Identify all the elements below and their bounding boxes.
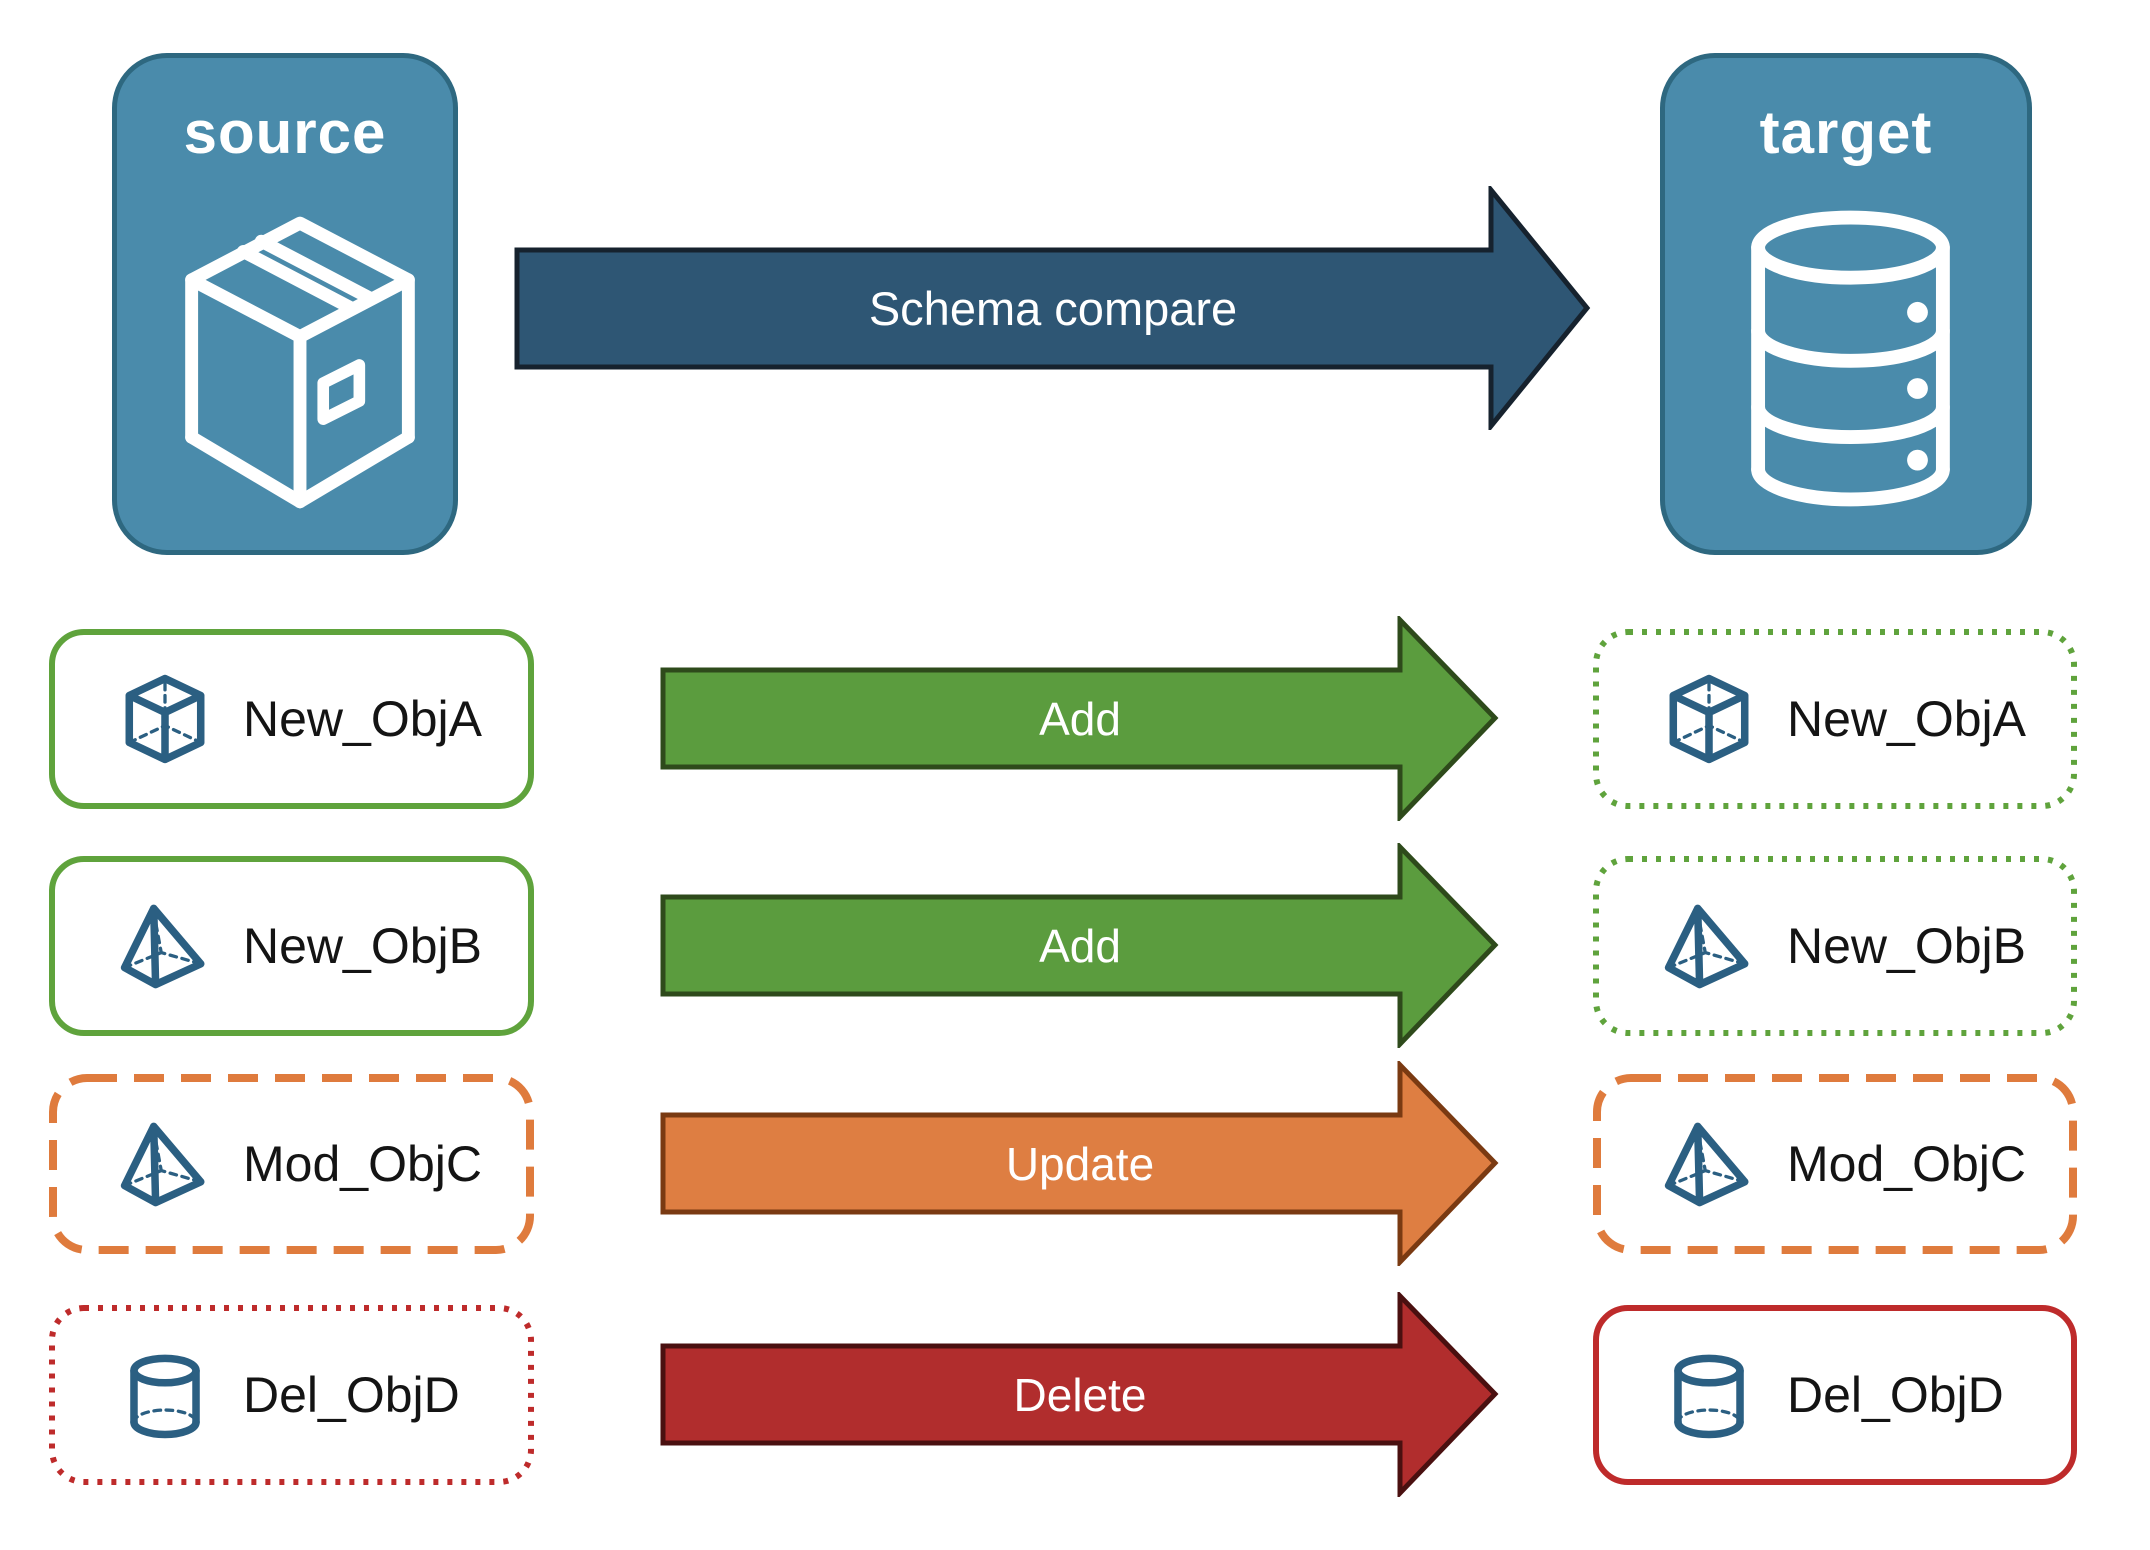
pyramid-icon (120, 904, 205, 989)
cube-icon (125, 674, 205, 764)
target-object-mod-objc: Mod_ObjC (1592, 1073, 2078, 1255)
object-box-border (1593, 1305, 2077, 1485)
delete-arrow-row4: Delete (660, 1292, 1500, 1497)
object-box-border (49, 856, 534, 1036)
add-arrow-row2: Add (660, 843, 1500, 1048)
target-node: target (1660, 53, 2032, 555)
object-label: New_ObjB (1787, 918, 2026, 974)
object-label: Mod_ObjC (243, 1136, 482, 1192)
source-node-title: source (183, 99, 387, 166)
target-object-del-objd: Del_ObjD (1592, 1304, 2078, 1486)
source-object-new-objb: New_ObjB (48, 855, 535, 1037)
object-box-border (1593, 629, 2077, 809)
target-node-title: target (1759, 99, 1933, 166)
object-box-border (49, 629, 534, 809)
source-object-mod-objc: Mod_ObjC (48, 1073, 535, 1255)
object-label: Del_ObjD (243, 1367, 460, 1423)
pyramid-icon (120, 1122, 205, 1207)
object-box-border (1593, 856, 2077, 1036)
object-box-border (49, 1074, 534, 1254)
cylinder-icon (130, 1354, 200, 1439)
object-box-border (1593, 1074, 2077, 1254)
schema-compare-arrow: Schema compare (514, 186, 1592, 430)
add-arrow-row1: Add (660, 616, 1500, 821)
object-label: New_ObjA (1787, 691, 2026, 747)
update-arrow-row3: Update (660, 1061, 1500, 1266)
package-box-icon (185, 216, 415, 509)
source-object-del-objd: Del_ObjD (48, 1304, 535, 1486)
database-icon (1751, 210, 1950, 507)
object-box-border (49, 1305, 534, 1485)
right-arrow-shape (660, 616, 1499, 821)
right-arrow-shape (660, 843, 1499, 1048)
right-arrow-shape (660, 1292, 1499, 1497)
object-label: Del_ObjD (1787, 1367, 2004, 1423)
cube-icon (1669, 674, 1749, 764)
right-arrow-shape (514, 186, 1591, 430)
right-arrow-shape (660, 1061, 1499, 1266)
source-node: source (112, 53, 458, 555)
pyramid-icon (1664, 904, 1749, 989)
pyramid-icon (1664, 1122, 1749, 1207)
object-label: New_ObjA (243, 691, 482, 747)
object-label: New_ObjB (243, 918, 482, 974)
cylinder-icon (1674, 1354, 1744, 1439)
source-object-new-obja: New_ObjA (48, 628, 535, 810)
object-label: Mod_ObjC (1787, 1136, 2026, 1192)
target-object-new-objb: New_ObjB (1592, 855, 2078, 1037)
target-object-new-obja: New_ObjA (1592, 628, 2078, 810)
